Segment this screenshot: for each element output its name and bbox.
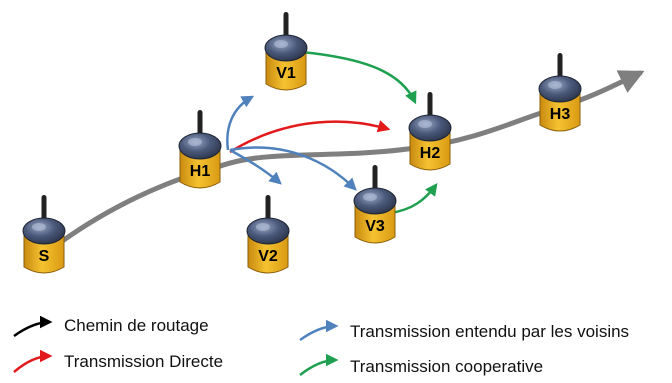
node-h1: H1 [178, 110, 222, 189]
antenna-icon [41, 195, 47, 221]
overheard-arrow-to-v3 [229, 146, 357, 191]
legend-routing-label: Chemin de routage [64, 316, 209, 335]
antenna-icon [557, 53, 563, 79]
legend-overheard-arrow [299, 319, 339, 342]
node-h3: H3 [538, 53, 582, 132]
legend-direct-arrow [13, 349, 53, 373]
legend-cooperative-label: Transmission cooperative [350, 357, 544, 376]
node-label: V1 [276, 65, 296, 82]
sensor-head-icon [178, 132, 222, 160]
sensor-head-icon [538, 75, 582, 103]
node-label: H3 [550, 106, 571, 123]
legend-overheard-label: Transmission entendu par les voisins [350, 322, 630, 341]
direct-transmission-arrow [229, 120, 391, 154]
overheard-arrow-to-v2 [229, 148, 282, 185]
node-label: H1 [190, 163, 211, 180]
sensor-head-icon [408, 114, 452, 142]
antenna-icon [372, 165, 378, 191]
sensor-head-icon [22, 217, 66, 245]
legend-direct-label: Transmission Directe [64, 352, 224, 371]
node-label: H2 [420, 145, 441, 162]
node-label: V2 [258, 248, 278, 265]
node-v1: V1 [264, 12, 308, 91]
overheard-arrow-to-v1 [226, 95, 255, 151]
antenna-icon [265, 195, 271, 221]
legend-cooperative-arrow [299, 353, 339, 376]
antenna-icon [283, 12, 289, 38]
cooperative-arrow-v1-h2 [301, 50, 417, 105]
node-v3: V3 [353, 165, 397, 244]
node-label: S [39, 248, 50, 265]
antenna-icon [197, 110, 203, 136]
node-s: S [22, 195, 66, 274]
sensor-head-icon [246, 217, 290, 245]
legend-routing-arrow [13, 315, 53, 338]
node-label: V3 [365, 218, 385, 235]
cooperative-arrow-v3-h2 [389, 182, 438, 215]
sensor-head-icon [264, 34, 308, 62]
node-h2: H2 [408, 92, 452, 171]
sensor-head-icon [353, 187, 397, 215]
antenna-icon [427, 92, 433, 118]
node-v2: V2 [246, 195, 290, 274]
